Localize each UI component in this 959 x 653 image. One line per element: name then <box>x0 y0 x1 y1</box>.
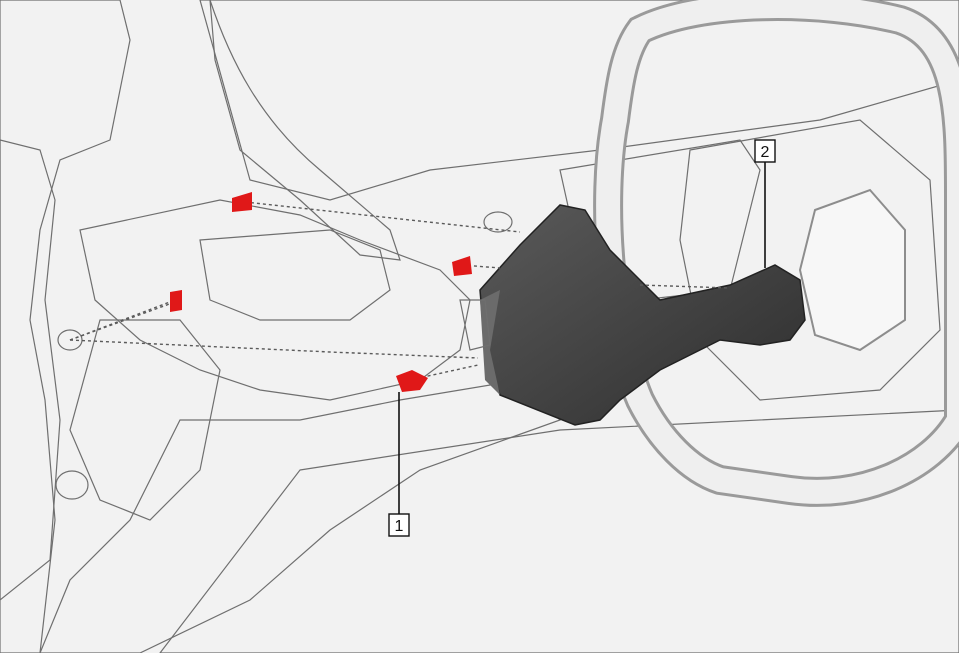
column-housing <box>199 229 391 321</box>
steering-wheel <box>593 0 959 507</box>
column-bracket <box>79 199 471 401</box>
column-cover-part <box>479 204 806 426</box>
cover-clip-tab <box>459 299 491 351</box>
retainer-clip <box>452 256 472 276</box>
callout-1: 1 <box>388 513 410 537</box>
lower-panel <box>159 409 959 653</box>
cluster-hood <box>209 0 401 261</box>
callout-2: 2 <box>754 139 776 163</box>
knee-bolster <box>39 379 562 653</box>
fastener-boss <box>483 211 513 233</box>
fastener-boss <box>57 329 83 351</box>
retainer-clip <box>170 290 182 312</box>
airbag-cover <box>798 188 906 352</box>
steering-hub <box>679 119 941 401</box>
left-side-structure <box>0 0 131 653</box>
left-pillar-trim <box>0 139 61 601</box>
retainer-clip <box>396 370 428 392</box>
retainer-clips <box>170 192 472 392</box>
lower-bracket <box>69 319 221 521</box>
fastener-boss <box>55 470 89 500</box>
retainer-clip <box>232 192 252 212</box>
callout-2-label: 2 <box>761 144 770 161</box>
callout-1-label: 1 <box>395 518 404 535</box>
